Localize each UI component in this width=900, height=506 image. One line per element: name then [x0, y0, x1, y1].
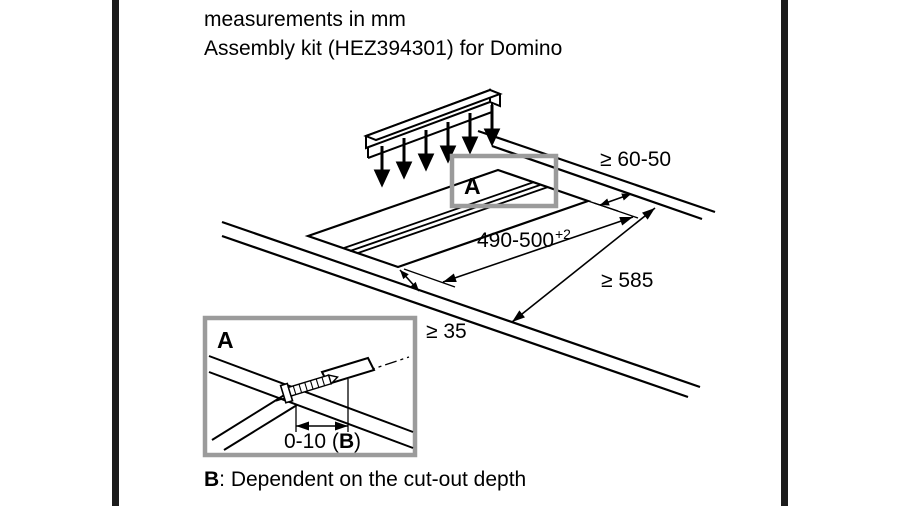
insertion-arrow — [395, 138, 413, 180]
inset-dim-label-prefix: 0-10 ( — [284, 430, 339, 453]
footnote-text: : Dependent on the cut-out depth — [219, 468, 527, 491]
insertion-arrow — [417, 130, 435, 172]
insertion-arrows — [373, 105, 501, 188]
dim-cutout-depth-tolerance: +2 — [555, 226, 571, 242]
left-frame-bar — [112, 0, 119, 506]
worktop-front-edge — [221, 220, 701, 399]
dim-front-clearance: ≥ 35 — [399, 269, 467, 343]
inset-dim-overhang: 0-10 ( B ) — [284, 379, 361, 453]
footnote-label: B — [204, 468, 220, 491]
dim-cutout-depth-label: 490-500 — [477, 229, 554, 252]
mounting-rail — [363, 88, 503, 159]
dim-worktop-depth-label: ≥ 585 — [601, 269, 653, 292]
footnote: B: Dependent on the cut-out depth — [204, 468, 526, 492]
diagram-header: measurements in mm Assembly kit (HEZ3943… — [204, 5, 562, 63]
header-measurements-note: measurements in mm — [204, 8, 406, 31]
inset-worktop-edge — [208, 355, 414, 451]
hob-cutout — [304, 168, 592, 269]
inset-a-label: A — [217, 327, 234, 353]
callout-a-label: A — [464, 173, 481, 199]
inset-screw — [279, 374, 339, 404]
inset-dim-label-b: B — [339, 430, 354, 453]
insertion-arrow — [461, 113, 479, 155]
dim-back-clearance-label: ≥ 60-50 — [600, 148, 671, 171]
right-frame-bar — [781, 0, 788, 506]
callout-a-frame — [449, 153, 559, 209]
dim-worktop-depth: ≥ 585 — [511, 207, 656, 323]
insertion-arrow — [483, 105, 501, 147]
insertion-arrow — [439, 122, 457, 164]
dim-back-clearance: ≥ 60-50 — [587, 148, 671, 212]
detail-inset: 0-10 ( B ) A — [202, 315, 418, 458]
header-kit-title: Assembly kit (HEZ394301) for Domino — [204, 37, 563, 60]
insertion-arrow — [373, 146, 391, 188]
inset-dim-label-suffix: ) — [354, 430, 361, 453]
dim-front-clearance-label: ≥ 35 — [426, 320, 467, 343]
